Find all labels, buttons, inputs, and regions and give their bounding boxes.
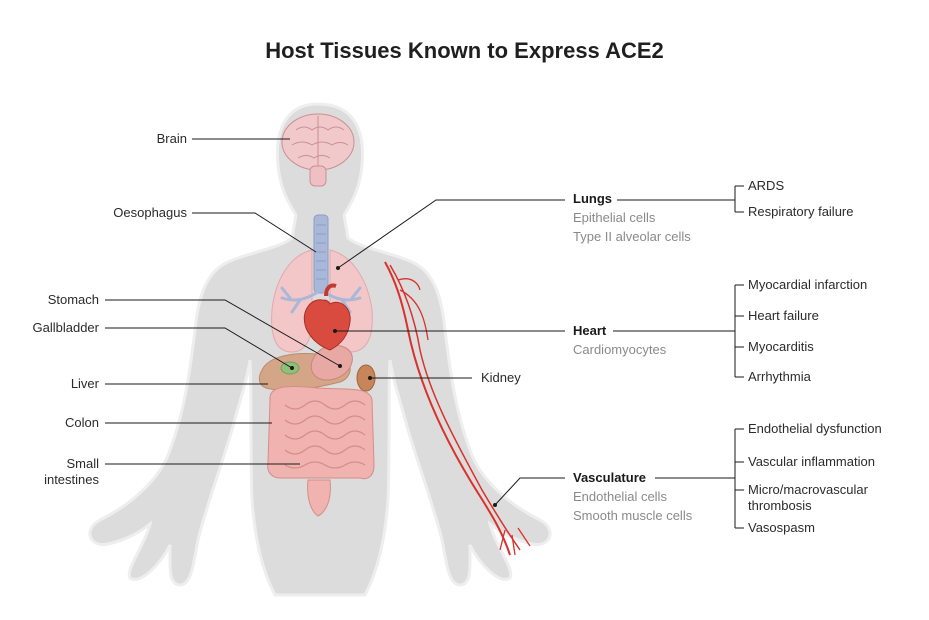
vasculature-effect-endothelial-dysfunction: Endothelial dysfunction [748,421,882,436]
label-stomach: Stomach [47,292,99,307]
label-oesophagus: Oesophagus [113,205,187,220]
oesophagus-leader [192,212,317,253]
trachea-organ [280,214,362,314]
label-small-intestines-line1: Small [66,456,99,471]
tissue-heart-cell-1: Cardiomyocytes [573,342,667,357]
intestines-organ [267,385,375,517]
vasculature-effect-thrombosis-line1: Micro/macrovascular [748,482,868,497]
vasculature-effect-vascular-inflammation: Vascular inflammation [748,454,875,469]
vasculature-effect-vasospasm: Vasospasm [748,520,815,535]
vasculature-leader [494,477,565,506]
stomach-leader [105,299,341,367]
heart-effect-myocarditis: Myocarditis [748,339,814,354]
left-leader-lines [105,138,472,465]
body-silhouette [88,102,552,597]
label-colon: Colon [65,415,99,430]
heart-effect-arrhythmia: Arrhythmia [748,369,811,384]
label-liver: Liver [70,376,99,391]
leader-endpoints [290,266,497,507]
label-gallbladder: Gallbladder [32,320,100,335]
lungs-effect-ards: ARDS [748,178,785,193]
diagram-title: Host Tissues Known to Express ACE2 [265,38,664,63]
tissue-vasculature-cell-1: Endothelial cells [573,489,667,504]
label-small-intestines: Small intestines [20,456,99,488]
heart-effect-heart-failure: Heart failure [748,308,819,323]
right-leader-lines [335,185,744,529]
label-small-intestines-line2: intestines [44,472,99,487]
label-kidney: Kidney [481,370,521,385]
heart-organ [304,283,351,351]
tissue-vasculature-name: Vasculature [573,470,646,485]
heart-effect-myocardial-infarction: Myocardial infarction [748,277,868,292]
label-brain: Brain [156,131,187,146]
vasculature-effect-thrombosis-line2: thrombosis [748,498,812,513]
vasculature-vessels [384,261,531,556]
tissue-lungs-cell-1: Epithelial cells [573,210,656,225]
brain-organ [281,113,355,187]
tissue-vasculature-cell-2: Smooth muscle cells [573,508,693,523]
tissue-lungs-name: Lungs [573,191,612,206]
gallbladder-leader [105,327,293,369]
tissue-heart-name: Heart [573,323,607,338]
lungs-effect-respiratory-failure: Respiratory failure [748,204,854,219]
stomach-organ [310,344,353,381]
lungs-leader [337,199,565,269]
vasculature-effect-thrombosis: Micro/macrovascular thrombosis [748,482,868,514]
tissue-lungs-cell-2: Type II alveolar cells [573,229,691,244]
